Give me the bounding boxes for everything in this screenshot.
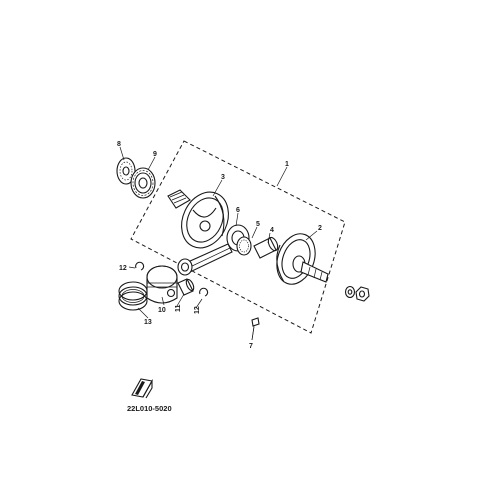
circlip-right-part [199, 287, 209, 297]
label-part-7: 7 [249, 343, 253, 350]
piston-part [146, 265, 178, 304]
label-part-4: 4 [270, 227, 274, 234]
label-part-13: 13 [144, 319, 152, 326]
label-part-3: 3 [221, 174, 225, 181]
label-part-12-left: 12 [119, 265, 127, 272]
crank-pin-part [253, 236, 279, 259]
label-part-11: 11 [175, 304, 182, 312]
crank-half-right-part [276, 233, 329, 285]
label-part-9: 9 [153, 151, 157, 158]
label-part-6: 6 [236, 207, 240, 214]
label-part-10: 10 [158, 307, 166, 314]
label-part-2: 2 [318, 225, 322, 232]
assembly-boundary [130, 140, 346, 334]
label-part-5: 5 [256, 221, 260, 228]
circlip-left-part [135, 261, 145, 271]
bearing-part [130, 167, 156, 199]
diagram-code: 22L010-5020 [127, 404, 172, 413]
piston-pin-part [177, 278, 195, 296]
label-part-12-right: 12 [194, 306, 201, 314]
crank-half-left-part [167, 189, 229, 249]
label-part-8: 8 [117, 141, 121, 148]
piston-rings-part [118, 281, 148, 311]
sprocket-part [116, 157, 136, 185]
label-part-1: 1 [285, 161, 289, 168]
diagram-reference-icon [131, 378, 153, 399]
nut-part [355, 286, 370, 302]
key-part [251, 317, 260, 341]
needle-bearing-part [236, 236, 252, 256]
leader-lines [119, 146, 318, 341]
washer-part [344, 285, 356, 299]
